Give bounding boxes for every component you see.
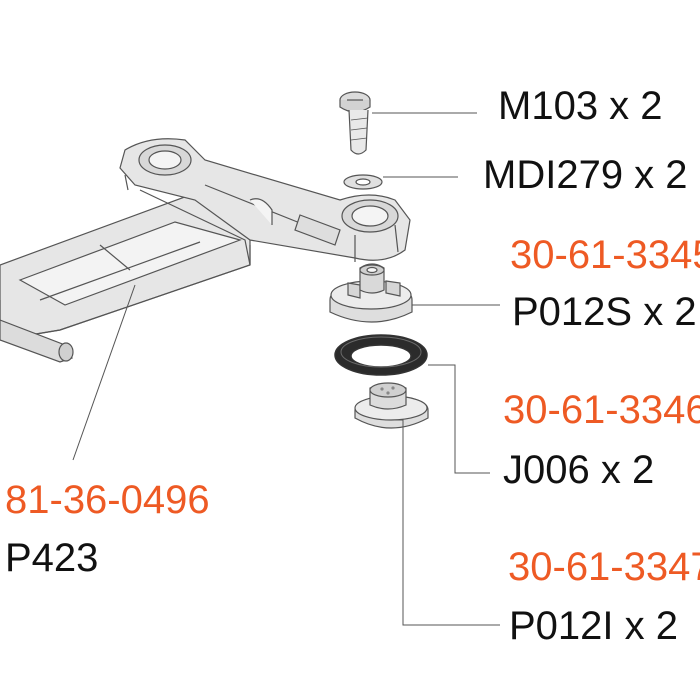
bushing-part-p012s [329, 263, 413, 323]
o-ring-part-j006 [334, 334, 428, 376]
leader-line-p012i [395, 419, 500, 626]
part-number-p012s: 30-61-3345 [510, 233, 700, 277]
part-number-p423: 81-36-0496 [5, 478, 210, 522]
washer-part-mdi279 [343, 174, 383, 190]
part-number-p012i: 30-61-3347 [508, 545, 700, 589]
leader-line-p423 [72, 284, 136, 461]
bushing-part-p012i [354, 382, 429, 429]
part-name-p423: P423 [5, 536, 99, 580]
part-name-j006: J006 x 2 [503, 448, 655, 492]
part-number-j006: 30-61-3346 [503, 388, 700, 432]
part-name-m103: M103 x 2 [498, 84, 663, 128]
leader-lines [72, 112, 500, 626]
screw-part-m103 [339, 91, 371, 155]
part-name-p012i: P012I x 2 [509, 604, 679, 648]
part-name-p012s: P012S x 2 [512, 290, 697, 334]
leader-line-j006 [428, 364, 490, 474]
frame-part-p423 [0, 138, 411, 363]
part-name-mdi279: MDI279 x 2 [483, 153, 688, 197]
